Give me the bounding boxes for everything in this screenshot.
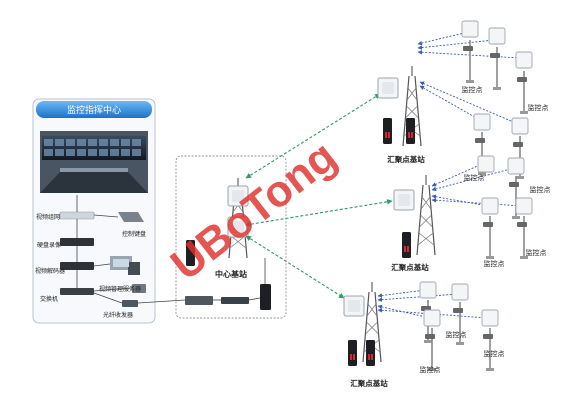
monitor-label: 监控点 — [484, 349, 505, 358]
switch-device — [60, 288, 94, 295]
monitor-label: 监控点 — [526, 248, 547, 257]
ap-icon — [507, 157, 525, 175]
monitor-label: 监控点 — [462, 85, 483, 94]
ap-icon — [423, 309, 441, 327]
monitor-label: 监控点 — [530, 185, 551, 194]
ap-icon — [477, 155, 495, 173]
ap-icon — [515, 197, 533, 215]
video-decoder-device — [60, 262, 94, 270]
control-center-header — [36, 101, 152, 118]
monitor-label: 监控点 — [446, 330, 467, 339]
switch-label: 交换机 — [40, 295, 58, 303]
control-center-title: 监控指挥中心 — [67, 104, 121, 116]
disk-storage-device — [60, 238, 94, 246]
video-decoder-label: 视频解码器 — [35, 267, 65, 275]
control-keyboard-device — [118, 212, 144, 222]
ap-icon — [451, 283, 469, 301]
ap-icon — [481, 197, 499, 215]
aggregation-station-1: 汇聚点基站 — [377, 65, 425, 164]
monitor-label: 监控点 — [420, 365, 441, 374]
monitor-label: 监控点 — [464, 173, 485, 182]
disk-storage-label: 硬盘录像 — [37, 241, 61, 249]
camera-icon — [462, 39, 475, 84]
fiber-transceiver-label: 光纤收发器 — [103, 311, 133, 319]
access-links — [377, 30, 523, 320]
backbone-links — [245, 93, 393, 299]
video-network-label: 视频组网 — [36, 213, 60, 221]
monitor-label: 监控点 — [528, 103, 549, 112]
control-keyboard-label: 控制键盘 — [122, 230, 146, 238]
camera-icon — [516, 70, 529, 115]
video-wall-photo — [40, 131, 148, 193]
agg-poe-icon — [402, 232, 411, 258]
aggregation-label: 汇聚点基站 — [350, 378, 388, 388]
agg-panel-icon — [343, 295, 365, 317]
ap-icon — [461, 20, 479, 38]
camera-icon — [424, 327, 437, 372]
aggregation-station-2: 汇聚点基站 — [391, 174, 436, 272]
center-station-label: 中心基站 — [215, 269, 247, 279]
agg-poe-icon — [348, 340, 357, 366]
ap-icon — [481, 309, 499, 327]
media-server-device — [132, 284, 146, 293]
center-poe-icon — [186, 240, 195, 266]
center-switch-icon — [221, 297, 249, 304]
agg-poe-icon — [366, 340, 375, 366]
ap-icon — [488, 27, 506, 45]
watermark-text: UBoTong — [162, 131, 346, 289]
camera-icon — [482, 215, 495, 260]
aggregation-label: 汇聚点基站 — [391, 262, 429, 272]
ap-icon — [515, 51, 533, 69]
control-center-panel: 监控指挥中心 视频组网 控制键盘 — [32, 98, 156, 324]
ap-icon — [473, 113, 491, 131]
ap-icon — [419, 281, 437, 299]
agg-panel-icon — [377, 77, 399, 99]
center-poe-icon-2 — [260, 284, 271, 310]
center-transceiver-icon — [185, 296, 213, 305]
ap-icon — [511, 117, 529, 135]
monitor-label: 监控点 — [484, 259, 505, 268]
agg-poe-icon — [406, 118, 415, 144]
monitor-points: 监控点 监控点 监控点 监控点 监控点 监控点 监控点 监控点 监控点 — [419, 20, 551, 374]
fiber-transceiver-device — [122, 300, 138, 307]
aggregation-station-3: 汇聚点基站 — [343, 281, 388, 388]
aggregation-label: 汇聚点基站 — [387, 154, 425, 164]
agg-panel-icon — [393, 189, 415, 211]
camera-icon — [489, 46, 502, 91]
agg-poe-icon — [383, 118, 392, 144]
video-network-device — [59, 211, 95, 220]
